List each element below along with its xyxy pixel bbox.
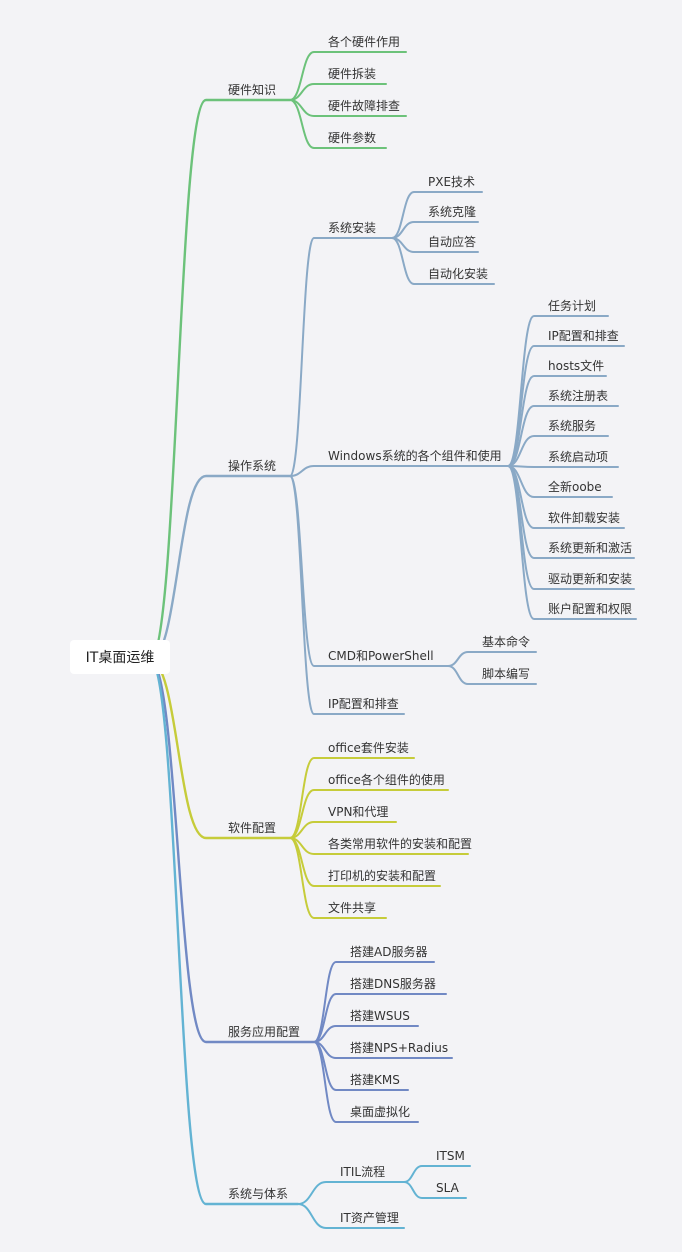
leaf-node[interactable]: 系统克隆 xyxy=(428,205,477,219)
leaf-connector xyxy=(447,651,537,667)
leaf-connector xyxy=(507,465,619,468)
child-node[interactable]: IP配置和排查 xyxy=(328,697,399,711)
leaf-node[interactable]: 软件卸载安装 xyxy=(548,511,621,525)
child-connector xyxy=(289,789,449,839)
leaf-node[interactable]: 驱动更新和安装 xyxy=(548,572,633,586)
child-connector xyxy=(313,961,435,1043)
child-node[interactable]: 桌面虚拟化 xyxy=(350,1105,411,1119)
child-connector xyxy=(289,757,415,839)
leaf-connector xyxy=(403,1181,467,1199)
leaf-node[interactable]: 自动应答 xyxy=(428,235,477,249)
child-connector xyxy=(289,837,387,919)
child-connector xyxy=(289,51,407,101)
leaf-node[interactable]: PXE技术 xyxy=(428,175,476,189)
leaf-node[interactable]: SLA xyxy=(436,1181,459,1195)
branch-node[interactable]: 系统与体系 xyxy=(228,1187,289,1201)
child-connector xyxy=(289,465,509,477)
child-connector xyxy=(289,475,449,667)
leaf-node[interactable]: hosts文件 xyxy=(548,359,605,373)
child-node[interactable]: CMD和PowerShell xyxy=(328,649,434,663)
child-node[interactable]: 各类常用软件的安装和配置 xyxy=(328,837,473,851)
child-connector xyxy=(289,475,405,715)
leaf-connector xyxy=(507,465,637,620)
leaf-node[interactable]: IP配置和排查 xyxy=(548,329,619,343)
branch-node[interactable]: 服务应用配置 xyxy=(228,1025,301,1039)
child-node[interactable]: 硬件故障排查 xyxy=(328,99,401,113)
child-node[interactable]: VPN和代理 xyxy=(328,805,389,819)
child-connector xyxy=(289,237,393,477)
child-node[interactable]: 硬件参数 xyxy=(328,131,377,145)
child-connector xyxy=(313,993,447,1043)
child-connector xyxy=(297,1181,405,1205)
leaf-node[interactable]: 系统服务 xyxy=(548,419,597,433)
child-node[interactable]: office套件安装 xyxy=(328,741,409,755)
child-node[interactable]: office各个组件的使用 xyxy=(328,773,445,787)
child-node[interactable]: ITIL流程 xyxy=(340,1165,386,1179)
child-node[interactable]: 搭建DNS服务器 xyxy=(350,977,436,991)
leaf-node[interactable]: 系统注册表 xyxy=(548,389,609,403)
branch-node[interactable]: 硬件知识 xyxy=(228,83,277,97)
child-node[interactable]: 搭建AD服务器 xyxy=(350,945,428,959)
branch-connector xyxy=(148,658,316,1044)
leaf-node[interactable]: 账户配置和权限 xyxy=(548,602,633,616)
child-node[interactable]: 系统安装 xyxy=(328,221,377,235)
child-connector xyxy=(313,1041,419,1123)
child-connector xyxy=(289,99,387,149)
branch-connector xyxy=(148,98,292,662)
child-node[interactable]: 搭建NPS+Radius xyxy=(350,1041,449,1055)
leaf-connector xyxy=(403,1165,471,1183)
leaf-connector xyxy=(447,665,537,685)
leaf-node[interactable]: ITSM xyxy=(436,1149,465,1163)
child-connector xyxy=(297,1203,405,1229)
child-node[interactable]: 搭建WSUS xyxy=(350,1009,410,1023)
leaf-node[interactable]: 系统更新和激活 xyxy=(548,541,633,555)
child-connector xyxy=(289,821,397,839)
child-node[interactable]: 搭建KMS xyxy=(350,1073,400,1087)
branch-connector xyxy=(148,658,300,1206)
leaf-node[interactable]: 基本命令 xyxy=(482,635,531,649)
root-node[interactable]: IT桌面运维 xyxy=(70,640,170,674)
child-node[interactable]: IT资产管理 xyxy=(340,1211,399,1225)
leaf-node[interactable]: 脚本编写 xyxy=(482,667,531,681)
leaf-node[interactable]: 系统启动项 xyxy=(548,450,609,464)
leaf-node[interactable]: 自动化安装 xyxy=(428,267,489,281)
child-node[interactable]: 各个硬件作用 xyxy=(328,35,401,49)
child-node[interactable]: 文件共享 xyxy=(328,901,377,915)
child-node[interactable]: 打印机的安装和配置 xyxy=(328,869,437,883)
leaf-connector xyxy=(507,405,619,467)
leaf-connector xyxy=(507,435,609,467)
child-connector xyxy=(313,1025,419,1043)
child-node[interactable]: Windows系统的各个组件和使用 xyxy=(328,449,502,463)
branch-node[interactable]: 软件配置 xyxy=(228,821,277,835)
child-node[interactable]: 硬件拆装 xyxy=(328,67,377,81)
child-connector xyxy=(289,83,387,101)
leaf-node[interactable]: 任务计划 xyxy=(548,299,597,313)
leaf-node[interactable]: 全新oobe xyxy=(548,480,602,494)
leaf-connector xyxy=(391,237,495,285)
branch-node[interactable]: 操作系统 xyxy=(228,459,277,473)
